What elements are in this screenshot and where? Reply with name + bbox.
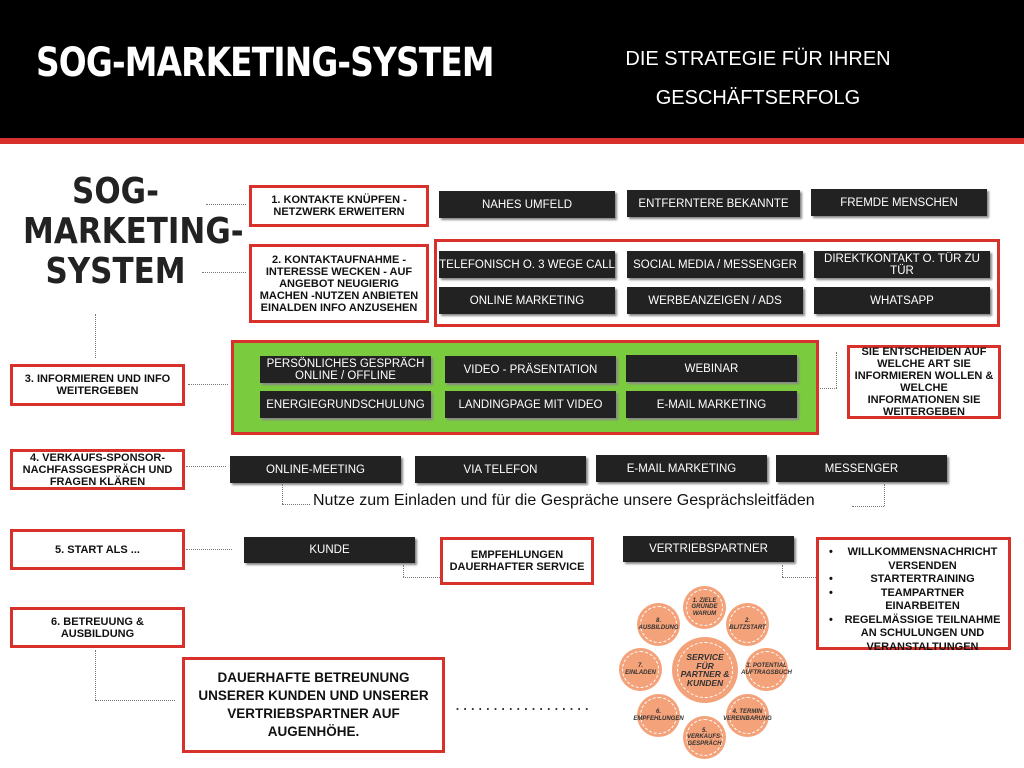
- kunde-box: KUNDE: [244, 537, 415, 563]
- step-5-box: 5. START ALS ...: [10, 529, 185, 570]
- cycle-step-label: 7. EINLADEN: [622, 651, 659, 688]
- step-6-box: 6. BETREUUNG & AUSBILDUNG: [10, 607, 185, 648]
- cycle-step-label: 3. POTENTIAL AUFTRAGSBUCH: [741, 651, 792, 688]
- cycle-step-2: 2. BLITZSTART: [726, 603, 769, 646]
- row3-item: PERSÖNLICHES GESPRÄCH ONLINE / OFFLINE: [260, 356, 431, 383]
- step-2-box: 2. KONTAKTAUFNAHME - INTERESSE WECKEN - …: [249, 244, 429, 323]
- connector: [782, 565, 783, 577]
- row2-item: TELEFONISCH O. 3 WEGE CALL: [439, 251, 615, 278]
- cycle-step-label: 4. TERMIN VEREINBARUNG: [723, 697, 772, 734]
- side-title-line-2: MARKETING-: [23, 211, 244, 252]
- page-title: SOG-MARKETING-SYSTEM: [36, 40, 495, 86]
- checklist-item: TEAMPARTNER EINARBEITEN: [827, 587, 1002, 614]
- cycle-step-7: 7. EINLADEN: [619, 648, 662, 691]
- step-3-box: 3. INFORMIEREN UND INFO WEITERGEBEN: [10, 364, 185, 406]
- connector: [836, 352, 837, 388]
- row1-item: NAHES UMFELD: [439, 191, 615, 218]
- connector: [206, 204, 246, 205]
- connector: [95, 314, 96, 358]
- subtitle-line-1: DIE STRATEGIE FÜR IHREN: [625, 48, 891, 70]
- row3-item: E-MAIL MARKETING: [626, 391, 797, 418]
- step-1-box: 1. KONTAKTE KNÜPFEN - NETZWERK ERWEITERN: [249, 185, 429, 227]
- cycle-step-label: 6. EMPFEHLUNGEN: [633, 697, 684, 734]
- connector: [403, 577, 440, 578]
- cycle-step-4: 4. TERMIN VEREINBARUNG: [723, 694, 772, 737]
- header-bar: [0, 0, 1024, 138]
- checklist-item: STARTERTRAINING: [827, 573, 1002, 587]
- connector: [188, 384, 228, 385]
- row3-item: LANDINGPAGE MIT VIDEO: [445, 391, 616, 418]
- subtitle-line-2: GESCHÄFTSERFOLG: [655, 87, 861, 109]
- cycle-step-1: 1. ZIELE GRÜNDE WARUM: [683, 586, 726, 629]
- connector: [95, 700, 175, 701]
- cycle-center: SERVICE FÜR PARTNER & KUNDEN: [672, 637, 738, 703]
- cycle-step-3: 3. POTENTIAL AUFTRAGSBUCH: [741, 648, 792, 691]
- connector: [95, 650, 96, 700]
- cycle-step-label: 2. BLITZSTART: [729, 606, 766, 643]
- row4-item: MESSENGER: [776, 455, 947, 482]
- row4-item: E-MAIL MARKETING: [596, 455, 767, 482]
- row1-item: ENTFERNTERE BEKANNTE: [627, 190, 800, 217]
- row4-item: ONLINE-MEETING: [230, 456, 401, 483]
- row1-item: FREMDE MENSCHEN: [811, 189, 987, 216]
- row2-item: WERBEANZEIGEN / ADS: [627, 287, 803, 314]
- cycle-step-5: 5. VERKAUFS-GESPRÄCH: [683, 716, 726, 759]
- guide-note: Nutze zum Einladen und für die Gespräche…: [313, 492, 815, 509]
- bottom-statement-box: DAUERHAFTE BETREUNUNG UNSERER KUNDEN UND…: [182, 657, 445, 753]
- connector: [782, 577, 816, 578]
- empfehlungen-box: EMPFEHLUNGEN DAUERHAFTER SERVICE: [440, 537, 594, 585]
- connector: [852, 506, 884, 507]
- connector: [186, 466, 226, 467]
- connector: [202, 272, 246, 273]
- row3-item: WEBINAR: [626, 355, 797, 382]
- connector: [282, 484, 283, 504]
- checklist-item: REGELMÄSSIGE TEILNAHME AN SCHULUNGEN UND…: [827, 614, 1002, 655]
- row3-note: SIE ENTSCHEIDEN AUF WELCHE ART SIE INFOR…: [847, 345, 1001, 419]
- row2-item: WHATSAPP: [814, 287, 990, 314]
- cycle-step-8: 8. AUSBILDUNG: [637, 603, 680, 646]
- row2-group-frame: [434, 239, 1000, 327]
- row2-item: ONLINE MARKETING: [439, 287, 615, 314]
- cycle-step-6: 6. EMPFEHLUNGEN: [633, 694, 684, 737]
- header-divider: [0, 138, 1024, 144]
- vertriebspartner-box: VERTRIEBSPARTNER: [623, 536, 794, 562]
- cycle-step-label: 8. AUSBILDUNG: [639, 606, 679, 643]
- partner-checklist: WILLKOMMENSNACHRICHT VERSENDEN STARTERTR…: [816, 537, 1011, 653]
- side-title-line-3: SYSTEM: [45, 251, 186, 292]
- row3-item: VIDEO - PRÄSENTATION: [445, 356, 616, 383]
- connector: [282, 504, 310, 505]
- side-title-line-1: SOG-: [72, 171, 159, 212]
- row4-item: VIA TELEFON: [415, 456, 586, 483]
- connector: [186, 549, 232, 550]
- connector: [884, 484, 885, 506]
- cycle-step-label: 1. ZIELE GRÜNDE WARUM: [686, 589, 723, 626]
- row2-item: DIREKTKONTAKT O. TÜR ZU TÜR: [814, 251, 990, 278]
- step-4-box: 4. VERKAUFS-SPONSOR-NACHFASSGESPRÄCH UND…: [10, 449, 185, 490]
- connector: [403, 565, 404, 577]
- checklist-item: WILLKOMMENSNACHRICHT VERSENDEN: [827, 546, 1002, 573]
- connector: [820, 388, 837, 389]
- side-title: SOG- MARKETING- SYSTEM: [23, 171, 244, 292]
- bottom-connector-dots: ..................: [455, 694, 592, 714]
- page-subtitle: DIE STRATEGIE FÜR IHREN GESCHÄFTSERFOLG: [600, 40, 916, 118]
- cycle-step-label: 5. VERKAUFS-GESPRÄCH: [686, 719, 723, 756]
- row2-item: SOCIAL MEDIA / MESSENGER: [627, 251, 803, 278]
- cycle-center-label: SERVICE FÜR PARTNER & KUNDEN: [676, 641, 734, 699]
- row3-item: ENERGIEGRUNDSCHULUNG: [260, 391, 431, 418]
